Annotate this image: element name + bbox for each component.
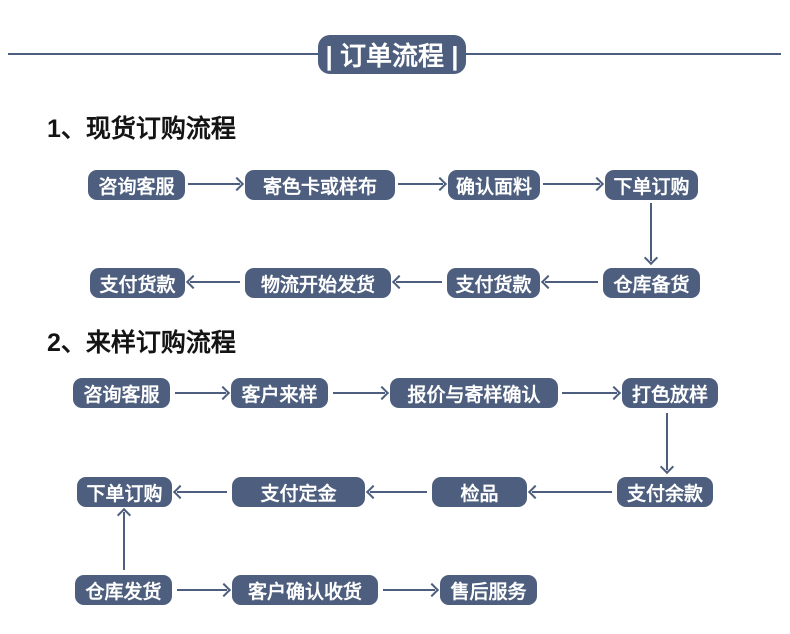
arrow-left-icon bbox=[545, 281, 598, 283]
step-consult-service: 咨询客服 bbox=[88, 170, 185, 200]
step-pay-deposit: 支付定金 bbox=[232, 477, 365, 507]
arrow-right-icon bbox=[543, 183, 600, 185]
arrow-left-icon bbox=[190, 281, 240, 283]
page-title-badge: | 订单流程 | bbox=[318, 35, 466, 74]
arrow-left-icon bbox=[396, 281, 442, 283]
step-send-color-card: 寄色卡或样布 bbox=[245, 170, 395, 200]
arrow-right-icon bbox=[562, 392, 617, 394]
step-consult-service-2: 咨询客服 bbox=[73, 378, 170, 408]
arrow-left-icon bbox=[177, 491, 227, 493]
step-warehouse-ship: 仓库发货 bbox=[75, 575, 172, 605]
step-warehouse-prepare: 仓库备货 bbox=[603, 268, 700, 298]
arrow-up-icon bbox=[123, 512, 125, 570]
step-after-sales-service: 售后服务 bbox=[440, 575, 537, 605]
arrow-down-icon bbox=[666, 413, 668, 470]
step-confirm-fabric: 确认面料 bbox=[448, 170, 540, 200]
step-logistics-ship: 物流开始发货 bbox=[245, 268, 391, 298]
step-customer-sample: 客户来样 bbox=[231, 378, 328, 408]
section1-heading: 1、现货订购流程 bbox=[47, 115, 236, 143]
step-place-order: 下单订购 bbox=[605, 170, 698, 200]
step-pay-goods-final: 支付货款 bbox=[90, 268, 185, 298]
step-customer-confirm-receipt: 客户确认收货 bbox=[232, 575, 378, 605]
step-color-proofing: 打色放样 bbox=[622, 378, 718, 408]
step-quote-sample-confirm: 报价与寄样确认 bbox=[390, 378, 558, 408]
arrow-down-icon bbox=[650, 203, 652, 261]
arrow-right-icon bbox=[188, 183, 240, 185]
arrow-right-icon bbox=[383, 589, 435, 591]
arrow-left-icon bbox=[532, 491, 612, 493]
arrow-left-icon bbox=[370, 491, 427, 493]
step-pay-balance: 支付余款 bbox=[617, 477, 713, 507]
arrow-right-icon bbox=[177, 589, 227, 591]
step-place-order-2: 下单订购 bbox=[77, 477, 172, 507]
section2-heading: 2、来样订购流程 bbox=[47, 329, 236, 357]
arrow-right-icon bbox=[398, 183, 443, 185]
arrow-right-icon bbox=[333, 392, 385, 394]
arrow-right-icon bbox=[175, 392, 226, 394]
step-pay-goods: 支付货款 bbox=[447, 268, 540, 298]
step-inspection: 检品 bbox=[432, 477, 527, 507]
